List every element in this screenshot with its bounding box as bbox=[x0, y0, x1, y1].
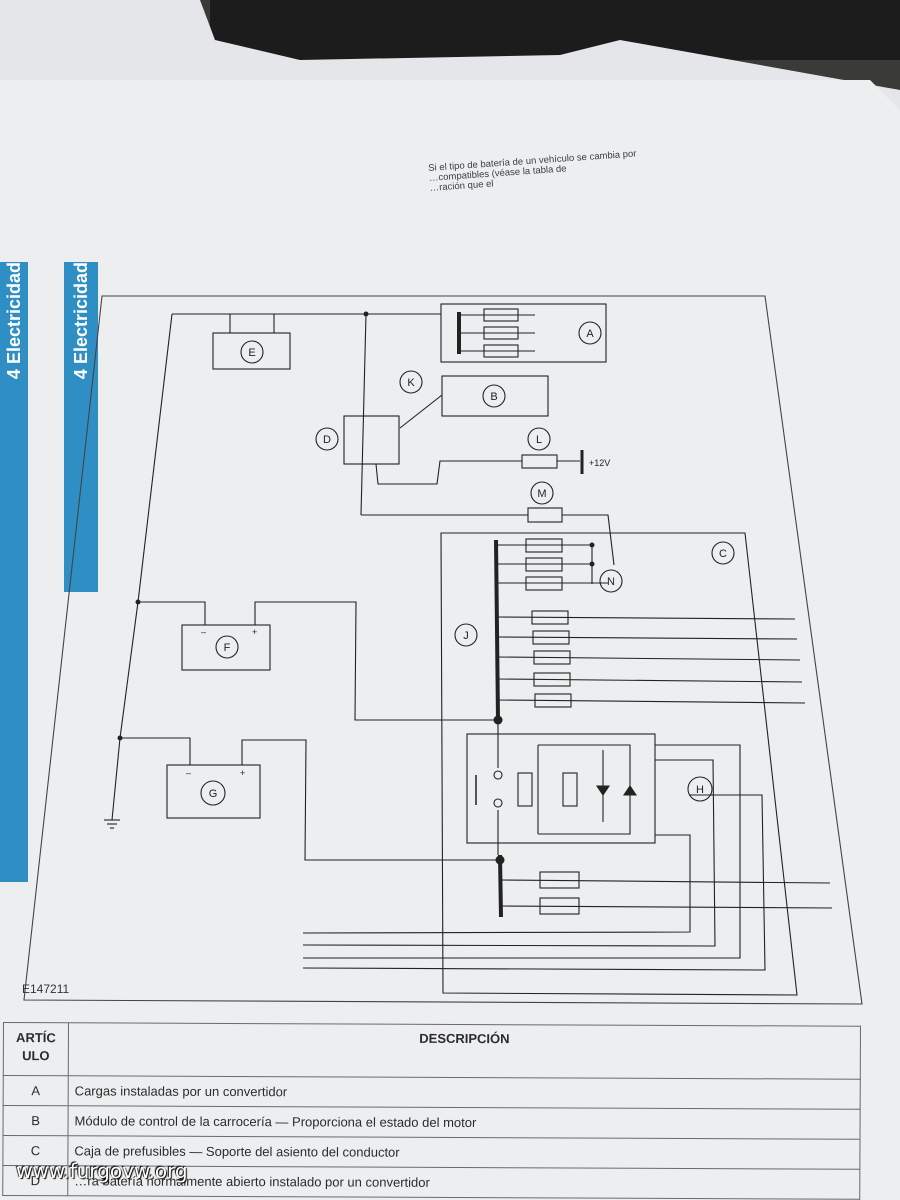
battery-g-minus: – bbox=[186, 768, 191, 778]
label-m: M bbox=[537, 488, 546, 500]
table-row: B Módulo de control de la carrocería — P… bbox=[3, 1105, 861, 1140]
label-h: H bbox=[696, 784, 704, 796]
label-k: K bbox=[407, 377, 415, 389]
battery-f bbox=[181, 624, 271, 671]
section-tab-left: 4 Electricidad bbox=[0, 262, 28, 882]
label-e: E bbox=[248, 347, 255, 359]
battery-f-minus: – bbox=[201, 627, 206, 637]
box-c bbox=[440, 532, 798, 996]
diagram-frame bbox=[23, 295, 863, 1005]
relay-d bbox=[343, 415, 400, 465]
battery-e bbox=[212, 332, 291, 370]
figure-code: E147211 bbox=[22, 982, 70, 996]
table-row: A Cargas instaladas por un convertidor bbox=[3, 1075, 861, 1110]
header-description: DESCRIPCIÓN bbox=[68, 1022, 861, 1080]
relay-h bbox=[466, 733, 656, 844]
label-g: G bbox=[209, 788, 218, 800]
header-article: ARTÍC ULO bbox=[3, 1022, 69, 1076]
label-b: B bbox=[490, 391, 497, 403]
box-b bbox=[441, 375, 549, 417]
label-d: D bbox=[323, 434, 331, 446]
battery-g-plus: + bbox=[240, 768, 245, 778]
label-j: J bbox=[463, 630, 469, 642]
label-l: L bbox=[536, 434, 542, 446]
section-tab: 4 Electricidad bbox=[64, 262, 98, 592]
label-f: F bbox=[224, 642, 231, 654]
watermark: www.furgovw.org bbox=[16, 1159, 188, 1183]
battery-g bbox=[166, 764, 261, 819]
battery-f-plus: + bbox=[252, 627, 257, 637]
label-c: C bbox=[719, 548, 727, 560]
label-a: A bbox=[586, 328, 594, 340]
label-n: N bbox=[607, 576, 615, 588]
background-object bbox=[210, 0, 900, 60]
voltage-label: +12V bbox=[589, 458, 610, 468]
box-a bbox=[440, 303, 607, 363]
